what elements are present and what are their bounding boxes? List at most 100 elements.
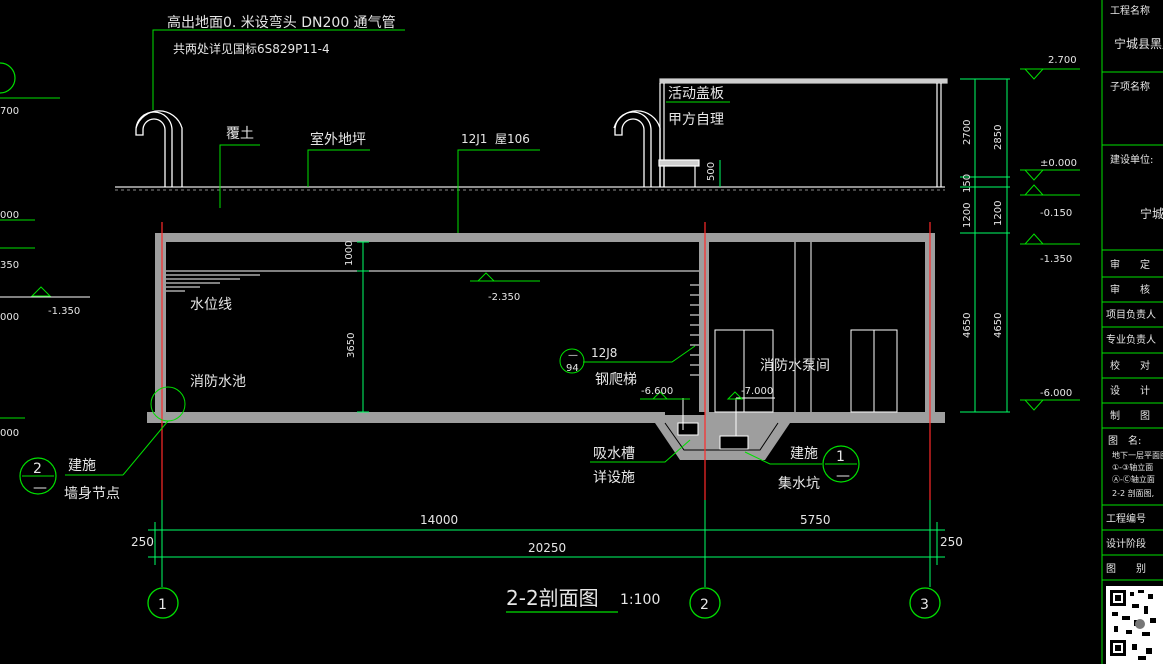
dim-4650-a: 4650 [962,313,973,338]
title-block-text: 工程名称 宁城县黑里河 子项名称 建设单位: 宁城县 审 定 审 核 项目负责人… [1106,4,1163,575]
left-level-000b: 000 [0,312,19,323]
ladder-detail-bubble [559,348,585,374]
label-fire-pool: 消防水池 [190,374,246,390]
dim-14000: 14000 [420,513,458,527]
label-pump-room: 消防水泵间 [760,358,830,374]
tb-sub-project-label: 子项名称 [1110,80,1150,93]
level-pit-right: -7.000 [741,386,773,397]
right-level-markers [1020,68,1080,411]
tb-project-no-label: 工程编号 [1106,512,1146,525]
left-level-000c: 000 [0,428,19,439]
axis-bubble-3 [909,587,941,619]
sump-detail-bubble [822,445,860,483]
wall-detail-bubble [19,457,57,495]
tb-design-unit-label: 建设单位: [1110,153,1153,166]
partial-axis-bubble [0,62,16,94]
interior-level-markers [470,272,744,400]
label-water-line: 水位线 [190,297,232,313]
left-wall [155,233,166,413]
label-hatch-2: 甲方自理 [668,112,724,128]
tb-row-5: 设 计 [1110,384,1150,397]
tb-drawing-name-3: 2-2 剖面图, [1112,488,1154,498]
label-wall-2: 墙身节点 [64,486,120,502]
hatch-cover-shed [658,78,948,187]
label-ladder-ref: 12J8 [591,346,617,360]
dim-1200-a: 1200 [962,203,973,228]
qr-code [1106,586,1163,664]
dim-5750: 5750 [800,513,831,527]
partition-wall [699,242,709,412]
axis-bubble-1 [147,587,179,619]
axis-lines [161,222,931,500]
tb-design-stage-label: 设计阶段 [1106,537,1146,550]
level-right-6000: -6.000 [1040,388,1072,399]
tb-drawing-name-2: Ⓐ-Ⓒ轴立面 [1112,474,1155,484]
left-level-700: 700 [0,106,19,117]
dim-150: 150 [962,174,973,193]
tb-row-1: 审 核 [1110,283,1150,296]
ladder-detail-top: — [568,350,578,361]
dim-3650: 3650 [346,333,357,358]
tb-row-3: 专业负责人 [1106,333,1156,346]
label-hatch-1: 活动盖板 [668,86,724,102]
title-block [1101,0,1163,664]
axis-label-3: 3 [920,597,929,613]
dim-2850: 2850 [993,125,1004,150]
left-level-neg1350: -1.350 [48,306,80,317]
annotations: 高出地面0. 米设弯头 DN200 通气管 共两处详见国标6S829P11-4 … [19,14,1077,555]
tank-structure [147,233,945,460]
level-right-1350: -1.350 [1040,254,1072,265]
sump-detail-top: 1 [836,449,845,465]
tb-drawing-name-label: 图 名: [1108,434,1141,447]
tb-drawing-name-1: ①-③轴立面 [1112,462,1153,472]
tb-project-name-label: 工程名称 [1110,4,1150,17]
wall-detail-top: 2 [33,461,42,477]
tb-drawing-name-0: 地下一层平面图 [1112,450,1163,460]
label-wall-1: 建施 [68,458,96,474]
level-right-top: 2.700 [1048,55,1077,66]
tb-project-name: 宁城县黑里河 [1114,36,1163,51]
label-sump-1: 建施 [790,446,818,462]
tb-row-4: 校 对 [1110,359,1150,372]
dim-500: 500 [706,162,717,181]
dim-1000: 1000 [344,241,355,266]
steel-ladder [690,284,699,376]
wall-detail-bottom: — [33,480,47,496]
axis-label-1: 1 [158,597,167,613]
vent-note-line2: 共两处详见国标6S829P11-4 [173,41,330,56]
left-level-000: 000 [0,210,19,221]
tb-sheet-label: 图 别 [1106,563,1146,575]
tb-row-0: 审 定 [1110,258,1150,271]
leaders [65,29,822,476]
interior-lines [166,242,898,436]
dim-2700: 2700 [962,120,973,145]
drawing-title: 2-2剖面图 1:100 [506,586,660,613]
axis-bubbles: 1 2 3 [147,587,941,619]
level-pit-left: -6.600 [641,386,673,397]
roof-slab [155,233,935,242]
level-pool-water: -2.350 [488,292,520,303]
left-partial-drawing: 700 000 350 -1.350 000 000 [0,62,90,439]
dim-250-left: 250 [131,535,154,549]
ladder-detail-bottom: 94 [566,363,579,374]
label-suction-1: 吸水槽 [593,446,635,462]
vent-pipe-right [613,110,661,187]
dim-250-right: 250 [940,535,963,549]
label-outdoor-floor: 室外地坪 [310,131,366,148]
drawing-scale: 1:100 [620,592,660,608]
tb-row-2: 项目负责人 [1106,308,1156,321]
level-right-150: -0.150 [1040,208,1072,219]
suction-pit [677,422,699,436]
axis-label-2: 2 [700,597,709,613]
tb-design-unit: 宁城县 [1140,206,1163,221]
label-roof-ref-2: 屋106 [495,132,530,146]
level-right-zero: ±0.000 [1040,158,1077,169]
axis-bubble-2 [689,587,721,619]
tb-row-6: 制 图 [1110,409,1150,422]
drawing-title-text: 2-2剖面图 [506,586,599,610]
vent-pipe-left [135,110,183,187]
vent-note-line1: 高出地面0. 米设弯头 DN200 通气管 [167,14,396,31]
left-level-350: 350 [0,260,19,271]
